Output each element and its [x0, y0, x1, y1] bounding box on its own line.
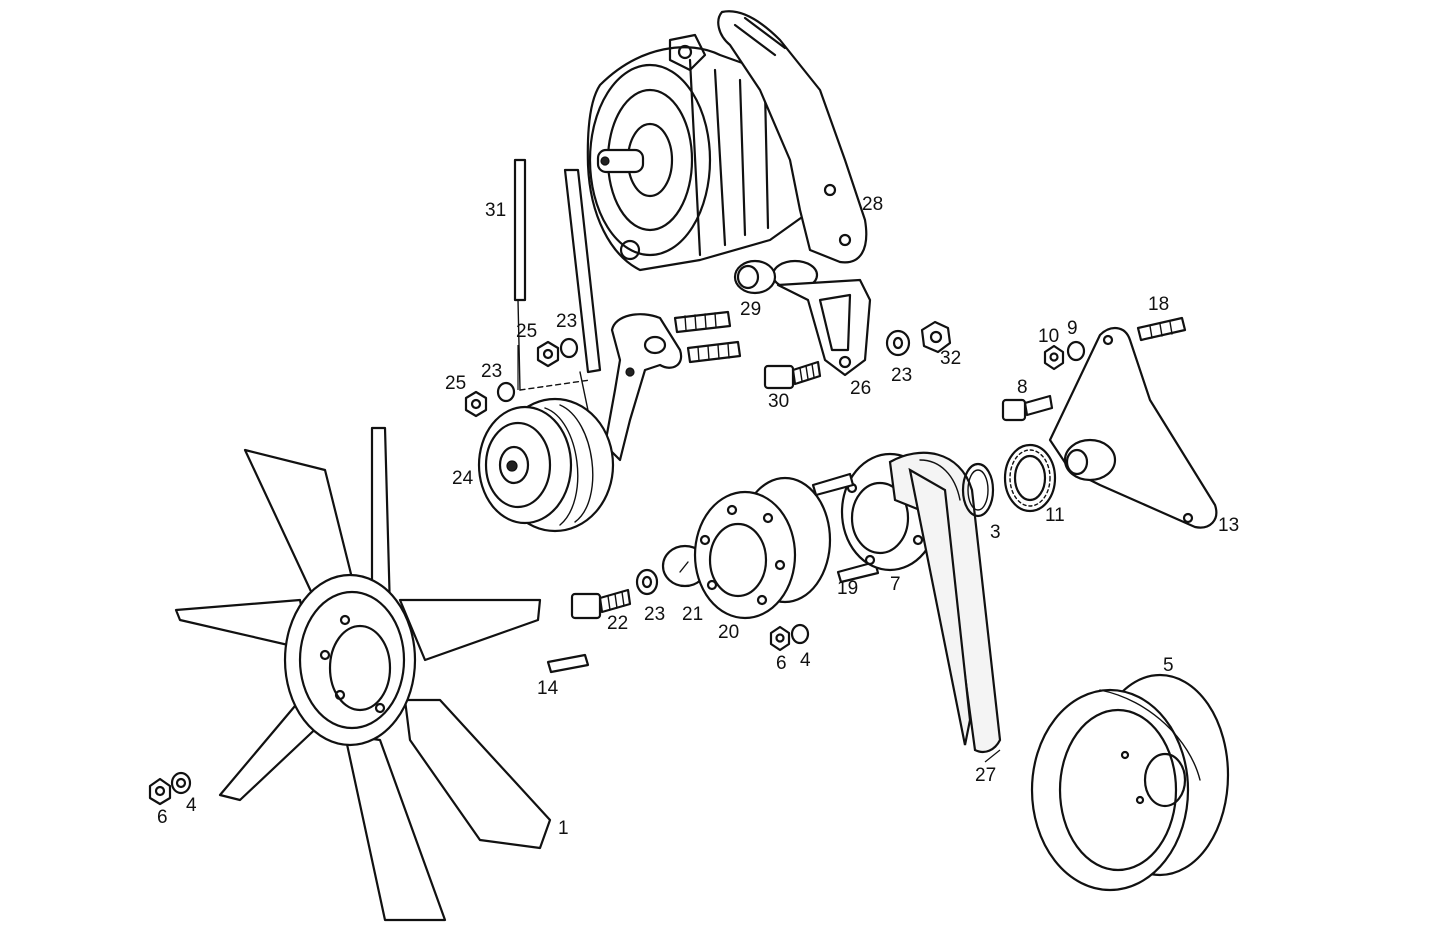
pulley-5	[1030, 673, 1230, 892]
tensioner-pulley	[477, 397, 615, 533]
callout-25: 25	[445, 373, 466, 394]
nut	[920, 320, 952, 354]
callout-23: 23	[644, 604, 665, 625]
studs	[673, 310, 742, 364]
bracket-13	[1048, 327, 1218, 529]
circlip	[961, 462, 995, 518]
callout-9: 9	[1067, 318, 1078, 339]
callout-11: 11	[1045, 505, 1065, 526]
bolt	[763, 360, 822, 390]
tension-bracket	[776, 278, 872, 377]
callout-14: 14	[537, 678, 559, 699]
washer	[635, 568, 659, 596]
bolt	[570, 588, 632, 620]
washer	[885, 329, 911, 357]
nut	[536, 340, 560, 368]
hub	[693, 476, 832, 620]
tensioner-arm	[603, 313, 683, 462]
fan	[174, 426, 552, 922]
washer	[170, 771, 192, 795]
spacer	[733, 259, 777, 295]
callout-3: 3	[990, 522, 1001, 543]
callout-18: 18	[1148, 294, 1169, 315]
nut	[1043, 344, 1065, 371]
callout-31: 31	[485, 200, 506, 221]
callout-4: 4	[800, 650, 811, 671]
callout-10: 10	[1038, 326, 1059, 347]
callout-labels: 1 3 4 4 5 6 6 7 8 9 10 11 13 14 18 19 20…	[157, 194, 1239, 839]
callout-27: 27	[975, 765, 996, 786]
nut	[769, 625, 791, 652]
callout-6: 6	[157, 807, 168, 828]
pin	[811, 472, 855, 497]
bearing	[1003, 443, 1057, 513]
callout-30: 30	[768, 391, 789, 412]
callout-32: 32	[940, 348, 961, 369]
pin	[836, 560, 880, 584]
callout-24: 24	[452, 468, 474, 489]
washer	[496, 381, 516, 403]
callout-4: 4	[186, 795, 197, 816]
callout-1: 1	[558, 818, 569, 839]
callout-13: 13	[1218, 515, 1239, 536]
callout-7: 7	[890, 574, 901, 595]
callout-21: 21	[682, 604, 703, 625]
callout-25: 25	[516, 321, 537, 342]
callout-28: 28	[862, 194, 883, 215]
callout-23: 23	[481, 361, 502, 382]
washer	[559, 337, 579, 359]
callout-20: 20	[718, 622, 739, 643]
callout-26: 26	[850, 378, 871, 399]
nut	[464, 390, 488, 418]
callout-5: 5	[1163, 655, 1174, 676]
pin	[546, 653, 590, 674]
callout-29: 29	[740, 299, 761, 320]
washer	[790, 623, 810, 645]
callout-22: 22	[607, 613, 628, 634]
callout-23: 23	[891, 365, 912, 386]
bolt	[1001, 394, 1054, 422]
callout-8: 8	[1017, 377, 1028, 398]
callout-19: 19	[837, 578, 858, 599]
alternator	[586, 33, 815, 272]
callout-23: 23	[556, 311, 577, 332]
belt-27	[888, 451, 1002, 754]
callout-6: 6	[776, 653, 787, 674]
washer	[1066, 340, 1086, 362]
nut	[148, 777, 172, 806]
